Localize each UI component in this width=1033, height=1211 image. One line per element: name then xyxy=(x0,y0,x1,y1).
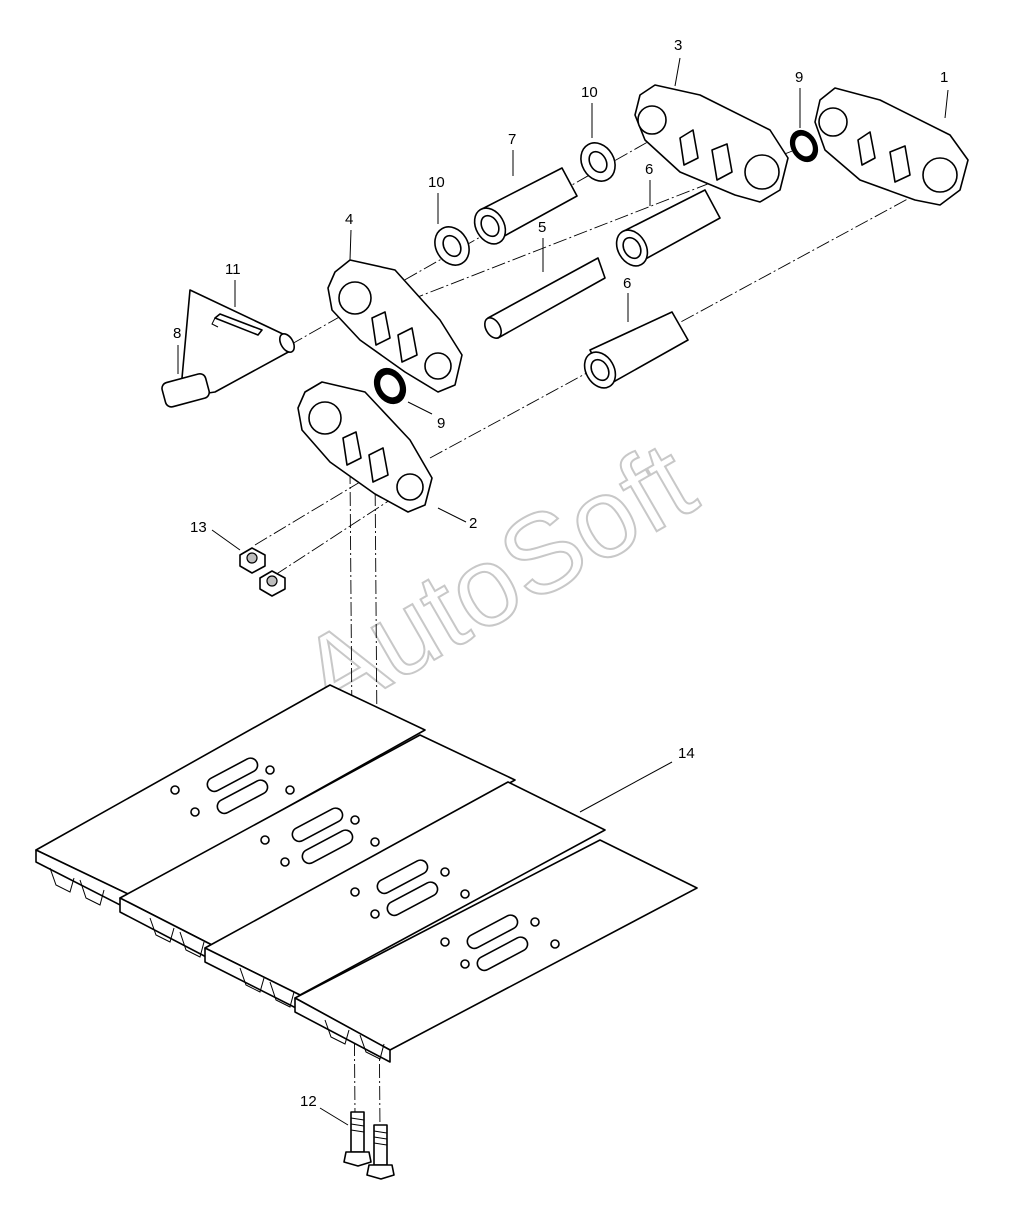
callout-4: 4 xyxy=(345,211,353,228)
bushing-7 xyxy=(473,167,578,245)
callout-11: 11 xyxy=(225,261,241,278)
master-pin-8 xyxy=(161,289,296,408)
bolt-12-a xyxy=(343,1111,372,1167)
nut-13-b xyxy=(259,570,286,597)
track-link-4 xyxy=(327,259,463,393)
callout-2: 2 xyxy=(469,515,477,532)
bolt-12-b xyxy=(366,1124,395,1180)
callout-7: 7 xyxy=(508,131,516,148)
leader-lines xyxy=(177,57,949,1126)
callout-1: 1 xyxy=(940,69,948,86)
callout-6b: 6 xyxy=(623,275,631,292)
callout-5: 5 xyxy=(538,219,546,236)
callout-9b: 9 xyxy=(437,415,445,432)
spacer-10-left xyxy=(434,226,470,266)
track-link-1 xyxy=(814,87,969,206)
seal-9-left xyxy=(373,367,407,405)
callout-labels: 1 2 3 4 5 6 6 7 8 9 9 10 10 11 12 13 14 xyxy=(173,37,948,1110)
track-pin-5 xyxy=(484,257,606,339)
track-link-2 xyxy=(297,381,433,513)
callout-8: 8 xyxy=(173,325,181,342)
callout-10a: 10 xyxy=(581,84,598,101)
retainer-11 xyxy=(211,313,263,336)
callout-13: 13 xyxy=(190,519,207,536)
nut-13-a xyxy=(239,547,266,574)
bushing-6-lower xyxy=(583,311,689,389)
track-link-3 xyxy=(634,84,789,203)
callout-6a: 6 xyxy=(645,161,653,178)
track-shoe-assembly xyxy=(35,684,698,1063)
bushing-6-upper xyxy=(615,189,721,267)
callout-10b: 10 xyxy=(428,174,445,191)
seal-9-right xyxy=(789,129,819,163)
callout-3: 3 xyxy=(674,37,682,54)
spacer-10-right xyxy=(580,142,616,182)
callout-14: 14 xyxy=(678,745,695,762)
callout-9a: 9 xyxy=(795,69,803,86)
callout-12: 12 xyxy=(300,1093,317,1110)
